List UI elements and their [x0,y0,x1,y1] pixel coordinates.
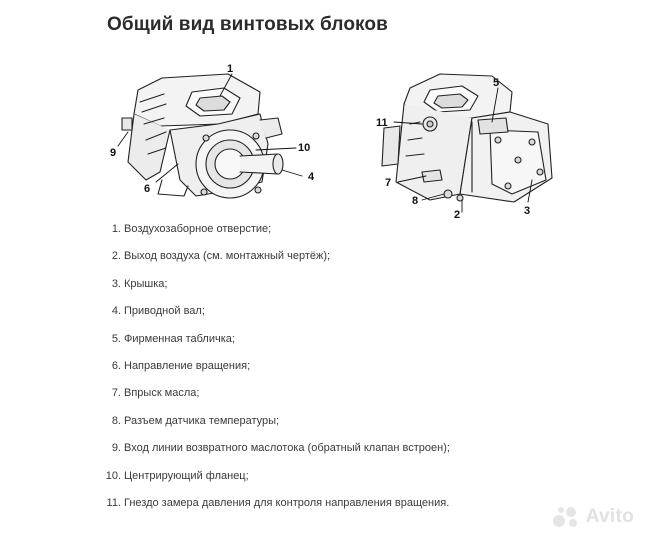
callout-11: 11 [376,117,388,129]
screw-blocks-drawing: 1 10 4 6 9 5 11 7 8 2 3 [110,63,553,221]
parts-list: 1.Воздухозаборное отверстие; 2.Выход воз… [0,220,648,521]
right-screw-block [381,73,553,203]
list-item: 1.Воздухозаборное отверстие; [111,223,272,235]
callout-10: 10 [298,142,310,154]
callout-9: 9 [110,147,116,159]
callout-6: 6 [144,183,150,195]
callout-3: 3 [524,205,530,217]
list-item: 10.Центрирующий фланец; [105,469,249,482]
callout-8: 8 [412,195,418,207]
list-item: 2.Выход воздуха (см. монтажный чертёж); [111,250,331,263]
leader-lines [117,73,533,213]
list-item: 11.Гнездо замера давления для контроля н… [106,496,450,509]
list-item: 6.Направление вращения; [111,359,251,372]
screw-blocks-illustration: 1 10 4 6 9 5 11 7 8 2 3 [100,52,560,227]
left-screw-block [121,73,284,199]
watermark-text: Avito [585,506,634,527]
callout-1: 1 [227,63,233,75]
callout-4: 4 [308,171,315,183]
callout-2: 2 [454,209,460,221]
page-title: Общий вид винтовых блоков [107,14,388,35]
list-item: 4.Приводной вал; [111,305,205,318]
list-item: 5.Фирменная табличка; [111,332,235,345]
list-item: 8.Разъем датчика температуры; [111,414,280,427]
list-item: 7.Впрыск масла; [111,387,200,400]
list-item: 3.Крышка; [111,277,168,290]
list-item: 9.Вход линии возвратного маслотока (обра… [111,442,450,455]
avito-watermark: Avito [552,506,634,528]
callout-7: 7 [385,177,391,189]
callout-5: 5 [493,77,499,89]
avito-logo-icon [552,507,577,527]
